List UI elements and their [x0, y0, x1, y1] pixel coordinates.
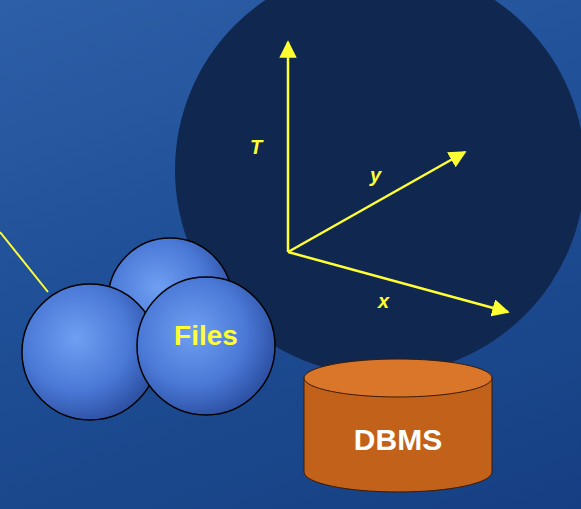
dbms-cylinder: DBMS [303, 358, 493, 492]
node-label: Files [174, 320, 238, 352]
axis-label: T [250, 136, 262, 159]
axis-label: y [370, 164, 381, 187]
t-axis [287, 42, 290, 252]
axis-label: x [378, 290, 389, 313]
leader-line [0, 232, 48, 292]
x-axis [288, 252, 508, 312]
files-circle: Files [136, 276, 276, 416]
node-label: DBMS [354, 423, 442, 457]
y-axis [288, 152, 465, 252]
